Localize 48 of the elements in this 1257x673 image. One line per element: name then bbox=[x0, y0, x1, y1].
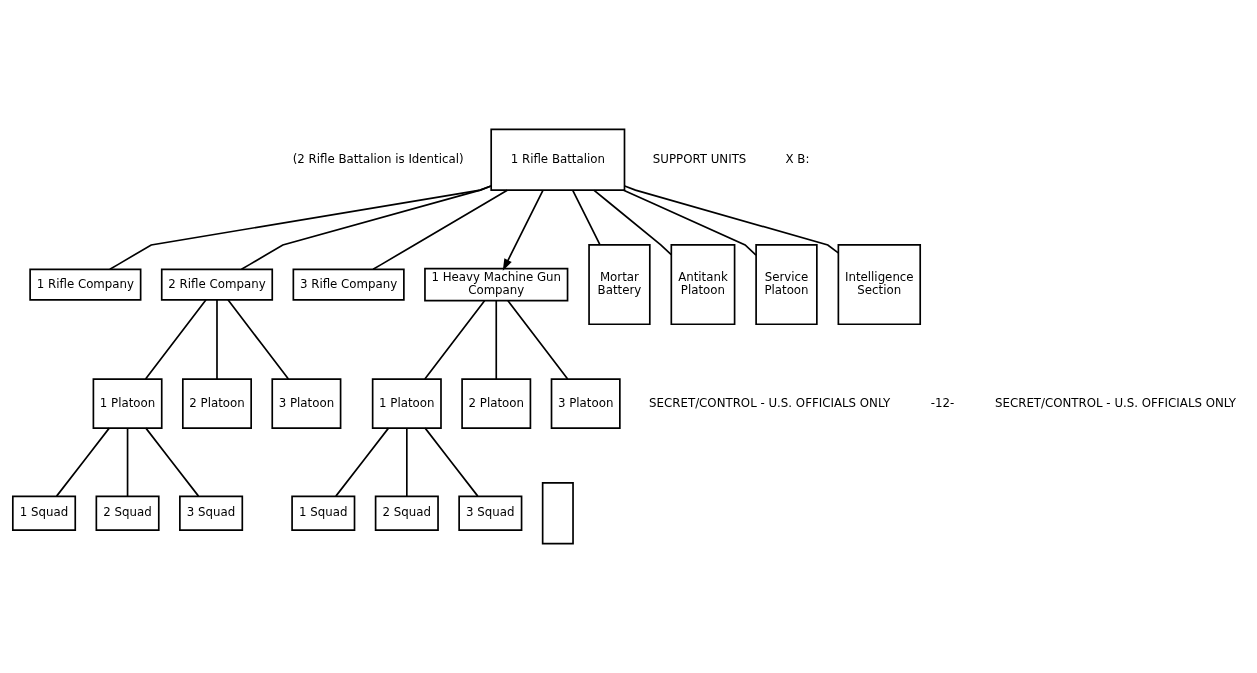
node-box: 1 Squad bbox=[291, 495, 356, 531]
connector bbox=[622, 189, 757, 256]
connector bbox=[216, 299, 218, 380]
node-box: 1 Platoon bbox=[92, 378, 163, 429]
node-box: 1 Platoon bbox=[371, 378, 442, 429]
node-box: 1 Rifle Company bbox=[29, 268, 142, 301]
connector bbox=[55, 427, 111, 497]
node-box: 1 Squad bbox=[11, 495, 77, 531]
node-box: 2 Squad bbox=[95, 495, 160, 531]
connector bbox=[424, 299, 486, 380]
connector bbox=[623, 185, 840, 254]
node-box: 3 Squad bbox=[458, 495, 523, 531]
connector bbox=[424, 427, 479, 497]
connector bbox=[495, 299, 498, 380]
label: SECRET/CONTROL - U.S. OFFICIALS ONLY bbox=[995, 395, 1237, 410]
label: (2 Rifle Battalion is Identical) bbox=[292, 151, 464, 166]
node-box: 3 Platoon bbox=[271, 378, 342, 429]
connector bbox=[144, 299, 207, 380]
connector bbox=[240, 185, 492, 271]
node-box: Antitank Platoon bbox=[670, 244, 736, 326]
node-box: 3 Squad bbox=[179, 495, 244, 531]
node-box: Intelligence Section bbox=[837, 244, 922, 326]
connector bbox=[109, 185, 492, 271]
node-box: 3 Rifle Company bbox=[292, 268, 405, 301]
connector bbox=[593, 189, 673, 256]
node-box: 1 Rifle Battalion bbox=[490, 128, 626, 191]
node-box: 2 Squad bbox=[374, 495, 439, 531]
label: SECRET/CONTROL - U.S. OFFICIALS ONLY bbox=[649, 395, 891, 410]
node-box bbox=[541, 482, 574, 545]
node-box: Service Platoon bbox=[755, 244, 818, 326]
arrow bbox=[502, 189, 544, 271]
connector bbox=[507, 299, 569, 380]
connector bbox=[227, 299, 290, 380]
node-box: 1 Heavy Machine Gun Company bbox=[424, 267, 569, 302]
connector bbox=[335, 427, 390, 497]
label: X B: bbox=[785, 151, 810, 166]
label: -12- bbox=[930, 395, 955, 410]
node-box: 2 Platoon bbox=[181, 378, 252, 429]
connector bbox=[145, 427, 200, 497]
connector bbox=[405, 427, 408, 497]
node-box: Mortar Battery bbox=[588, 244, 651, 326]
node-box: 2 Rifle Company bbox=[160, 268, 274, 301]
node-box: 3 Platoon bbox=[550, 378, 621, 429]
node-box: 2 Platoon bbox=[461, 378, 532, 429]
connector bbox=[571, 189, 601, 246]
label: SUPPORT UNITS bbox=[652, 151, 747, 166]
connector bbox=[372, 189, 509, 271]
connector bbox=[126, 427, 129, 497]
